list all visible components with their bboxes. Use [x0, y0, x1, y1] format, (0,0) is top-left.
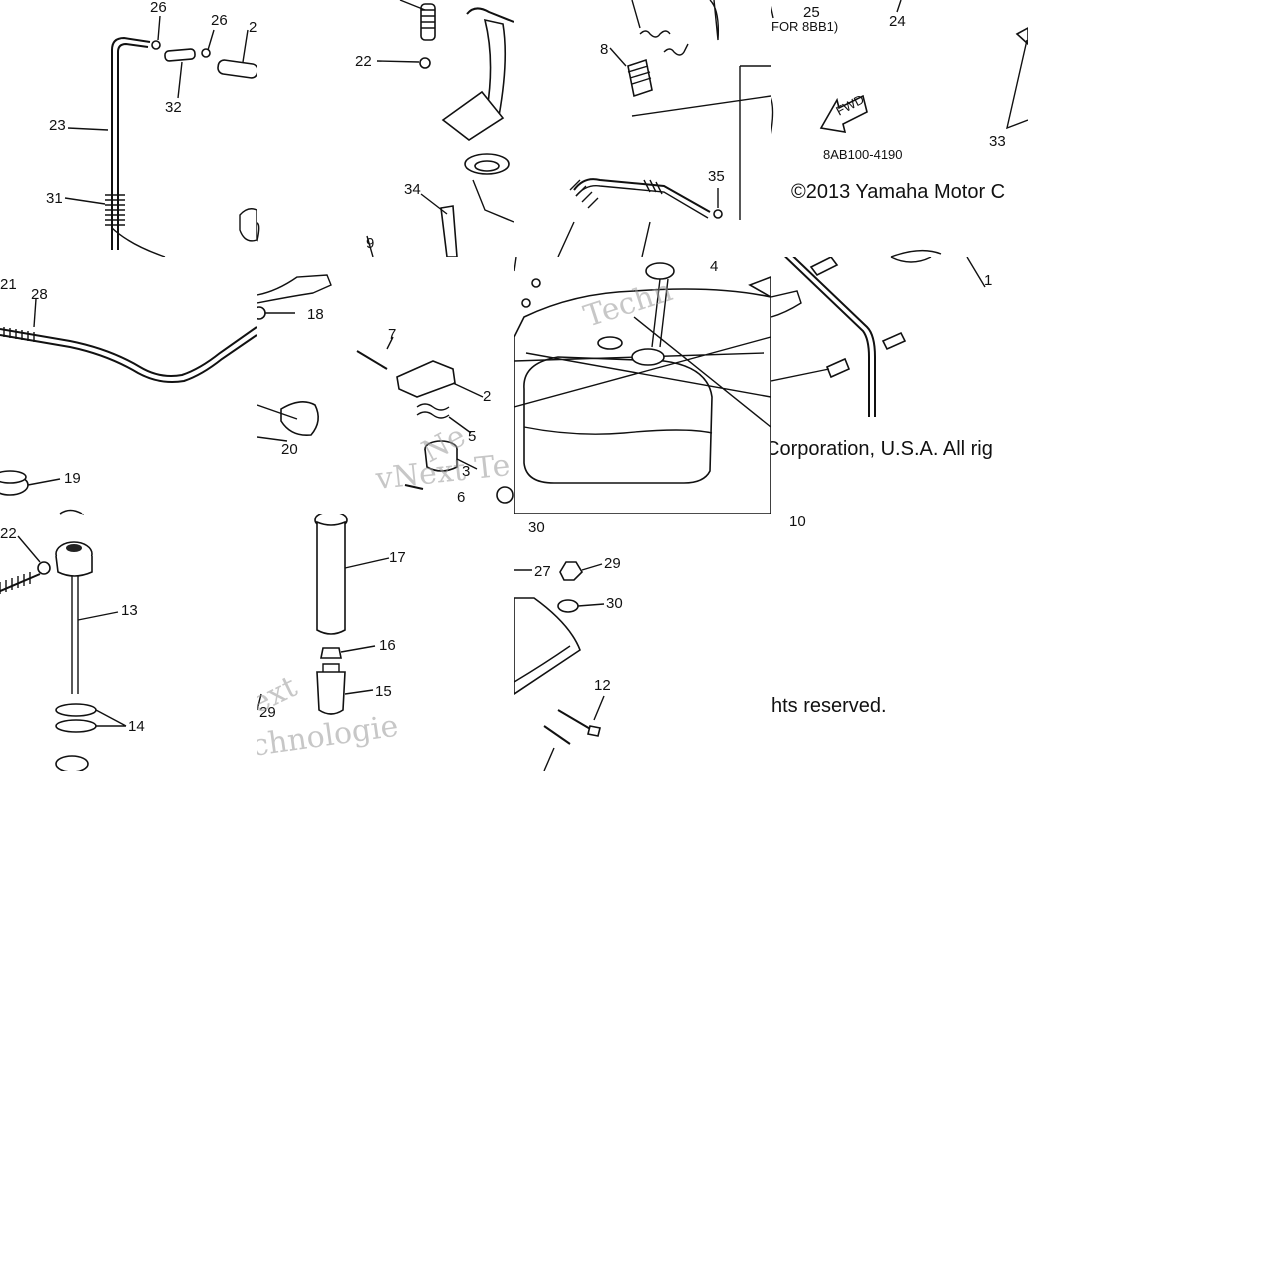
callout-12: 12	[594, 677, 611, 694]
watermark-3: chnologie	[257, 709, 400, 764]
callout-8: 8	[600, 41, 608, 58]
callout-20: 20	[281, 441, 298, 458]
callout-30b: 30	[606, 595, 623, 612]
callout-33: 33	[989, 133, 1006, 150]
copyright-line-1: ©2013 Yamaha Motor C	[791, 181, 1005, 203]
tile-cock-lever: 18 7 2 5 20 3 6 vNext Te Ne	[257, 257, 514, 514]
hose-coil-c	[3, 327, 35, 342]
callout-21: 21	[0, 276, 17, 293]
callout-27: 27	[534, 563, 551, 580]
callout-10: 10	[789, 514, 806, 530]
callout-2a: 2	[249, 19, 257, 36]
callout-3: 3	[462, 463, 470, 480]
hose-coil-b	[569, 179, 663, 209]
callout-30a: 30	[528, 519, 545, 536]
callout-6: 6	[457, 489, 465, 506]
callout-29a: 29	[259, 704, 276, 721]
watermark-4: ext	[257, 669, 303, 721]
callout-14: 14	[128, 718, 145, 735]
tile-breather-hose: 26 26 2 32 23 31	[0, 0, 257, 257]
callout-22b: 22	[0, 525, 17, 542]
callout-11: 11	[514, 257, 516, 261]
callout-23: 23	[49, 117, 66, 134]
callout-17: 17	[389, 549, 406, 566]
callout-18: 18	[307, 306, 324, 323]
callout-24: 24	[889, 13, 906, 30]
callout-26a: 26	[150, 0, 167, 16]
tile-copyright: 10 hts reserved.	[771, 514, 1028, 771]
callout-4: 4	[710, 258, 718, 275]
callout-26b: 26	[211, 12, 228, 29]
callout-15: 15	[375, 683, 392, 700]
copyright-line-3: hts reserved.	[771, 695, 887, 717]
model-note: FOR 8BB1)	[771, 19, 838, 34]
tile-overflow-hose: 21 28 19	[0, 257, 257, 514]
callout-9: 9	[366, 235, 374, 252]
tile-fuel-tank: 11 4 Techn ogies	[514, 257, 771, 514]
hose-coil	[105, 194, 125, 226]
copyright-line-2: Corporation, U.S.A. All rig	[771, 438, 993, 460]
callout-19: 19	[64, 470, 81, 487]
tile-fuel-tank-top: 8 35	[514, 0, 771, 257]
tile-fuel-pickup: 22 13 14	[0, 514, 257, 771]
callout-5: 5	[468, 428, 476, 445]
callout-29b: 29	[604, 555, 621, 572]
callout-2b: 2	[483, 388, 491, 405]
callout-16: 16	[379, 637, 396, 654]
callout-22a: 22	[355, 53, 372, 70]
tile-notes: FOR 8BB1) 25 24 FWD 8AB100-4190 33 ©2013…	[771, 0, 1028, 257]
callout-31: 31	[46, 190, 63, 207]
tile-fuel-cock: 22 34 9	[257, 0, 514, 257]
part-code: 8AB100-4190	[823, 147, 903, 162]
callout-32: 32	[165, 99, 182, 116]
callout-13: 13	[121, 602, 138, 619]
callout-35: 35	[708, 168, 725, 185]
callout-7: 7	[388, 326, 396, 343]
callout-28: 28	[31, 286, 48, 303]
callout-1: 1	[984, 272, 992, 289]
callout-34: 34	[404, 181, 421, 198]
fwd-arrow-icon: FWD	[819, 92, 868, 133]
tile-fuel-strainer: 17 16 15 29 chnologie ext	[257, 514, 514, 771]
tile-tank-hose: 1 Corporation, U.S.A. All rig	[771, 257, 1028, 514]
callout-25: 25	[803, 4, 820, 21]
tile-tank-mount: 27 29 30 12 30	[514, 514, 771, 771]
